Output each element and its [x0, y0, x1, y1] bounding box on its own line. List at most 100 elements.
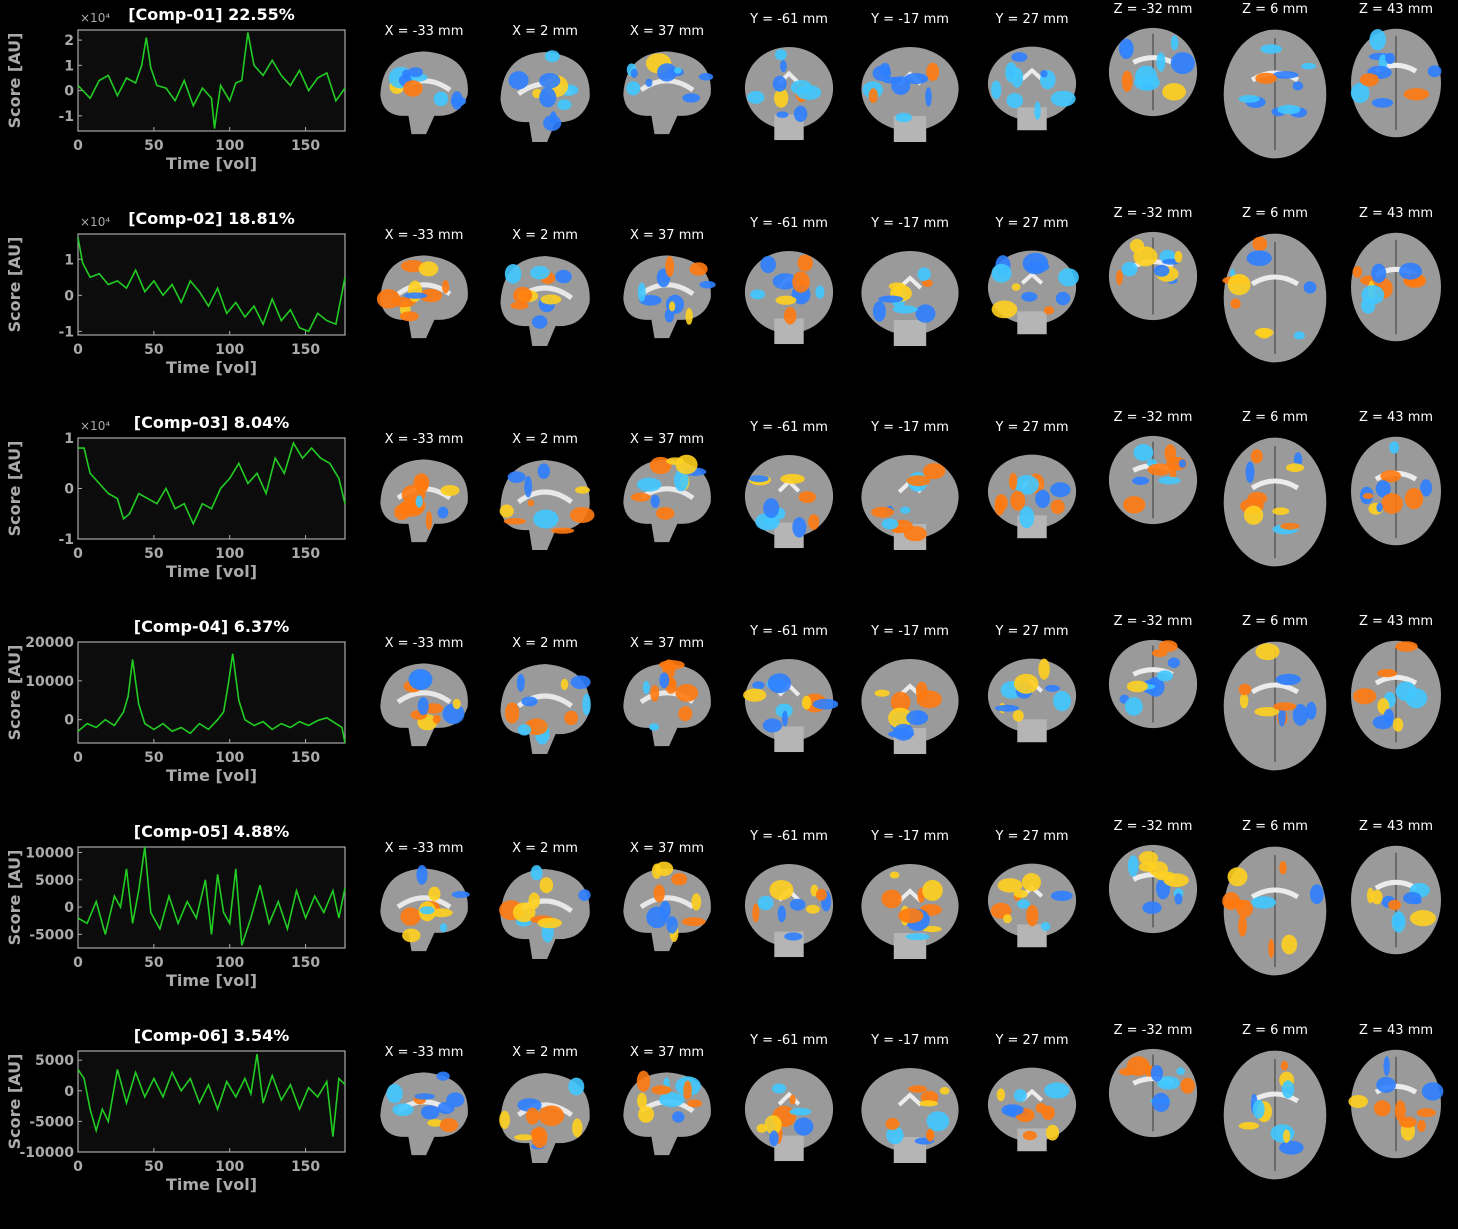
- coronal-slice: [987, 863, 1077, 948]
- positive-activation: [1362, 493, 1374, 499]
- positive-activation: [419, 288, 443, 303]
- negative-activation: [637, 282, 646, 302]
- negative-activation: [1045, 684, 1060, 692]
- sagittal-slice: [623, 659, 711, 747]
- plot-area: [77, 29, 346, 132]
- slice-coordinate-label: Y = -61 mm: [750, 12, 828, 27]
- negative-activation: [1050, 890, 1073, 901]
- positive-activation: [1285, 463, 1305, 473]
- negative-activation: [1001, 1104, 1024, 1116]
- positive-activation: [630, 492, 651, 502]
- positive-activation: [531, 1126, 548, 1149]
- positive-activation: [871, 506, 894, 518]
- positive-activation: [675, 684, 699, 702]
- negative-activation: [1167, 657, 1180, 669]
- negative-activation: [771, 1083, 787, 1094]
- x-tick-label: 100: [215, 138, 244, 154]
- score-trace: [77, 237, 346, 333]
- slice-coordinate-label: Y = 27 mm: [995, 829, 1069, 844]
- positive-activation: [689, 262, 708, 276]
- slice-coordinate-label: X = 2 mm: [512, 432, 578, 447]
- negative-activation: [747, 90, 765, 104]
- positive-activation: [691, 893, 702, 911]
- positive-activation: [1371, 889, 1383, 905]
- x-tick-label: 0: [73, 138, 83, 154]
- plot-area: [77, 641, 346, 744]
- x-tick-label: 50: [144, 750, 164, 766]
- x-tick-label: 0: [73, 1159, 83, 1175]
- positive-activation: [418, 261, 439, 277]
- y-axis-label: Score [AU]: [5, 441, 24, 537]
- positive-activation: [1222, 892, 1240, 911]
- positive-activation: [1236, 899, 1253, 918]
- y-axis-label: Score [AU]: [5, 645, 24, 741]
- positive-activation: [575, 486, 590, 494]
- positive-activation: [499, 1110, 510, 1129]
- positive-activation: [424, 703, 444, 714]
- coronal-slice: [987, 250, 1079, 335]
- sagittal-slice: [623, 255, 716, 339]
- slice-coordinate-label: Y = 27 mm: [995, 1033, 1069, 1048]
- positive-activation: [638, 1106, 655, 1123]
- sagittal-slice: [500, 50, 590, 142]
- component-title: [Comp-05] 4.88%: [134, 822, 289, 841]
- x-tick-label: 100: [215, 342, 244, 358]
- negative-activation: [504, 264, 522, 284]
- positive-activation: [1180, 1077, 1195, 1094]
- positive-activation: [1272, 507, 1290, 515]
- positive-activation: [1244, 505, 1264, 525]
- negative-activation: [1053, 690, 1072, 712]
- negative-activation: [1399, 262, 1422, 280]
- negative-activation: [386, 1083, 403, 1104]
- sagittal-slice: [500, 256, 590, 346]
- positive-activation: [1163, 873, 1189, 887]
- negative-activation: [1176, 1067, 1185, 1076]
- negative-activation: [415, 495, 423, 508]
- slice-coordinate-label: X = 37 mm: [629, 24, 705, 39]
- y-tick-label: 20000: [25, 635, 74, 651]
- x-tick-label: 150: [291, 138, 320, 154]
- negative-activation: [516, 673, 525, 692]
- y-tick-label: -1: [58, 109, 74, 125]
- component-title: [Comp-02] 18.81%: [128, 209, 295, 228]
- brain-anatomy: [744, 46, 834, 130]
- x-tick-label: 150: [291, 1159, 320, 1175]
- negative-activation: [1134, 74, 1160, 91]
- positive-activation: [801, 695, 812, 710]
- slice-coordinate-label: Y = -17 mm: [871, 12, 949, 27]
- sagittal-slice: [380, 865, 470, 952]
- y-tick-label: 1: [64, 58, 74, 74]
- negative-activation: [657, 63, 677, 82]
- brain-anatomy: [987, 658, 1077, 733]
- negative-activation: [436, 1071, 450, 1081]
- positive-activation: [1416, 1108, 1436, 1118]
- negative-activation: [1156, 670, 1173, 682]
- negative-activation: [437, 506, 449, 519]
- negative-activation: [900, 506, 911, 514]
- positive-activation: [780, 473, 805, 484]
- positive-activation: [922, 879, 943, 901]
- slice-coordinate-label: Z = 43 mm: [1358, 819, 1434, 834]
- positive-activation: [1250, 449, 1263, 464]
- positive-activation: [1152, 649, 1168, 658]
- negative-activation: [392, 1103, 414, 1116]
- positive-activation: [922, 463, 946, 480]
- positive-activation: [538, 1105, 565, 1126]
- positive-activation: [551, 527, 575, 534]
- negative-activation: [789, 898, 806, 911]
- positive-activation: [572, 1118, 583, 1138]
- positive-activation: [922, 926, 942, 933]
- sagittal-slice: [376, 255, 468, 339]
- positive-activation: [1238, 1122, 1260, 1130]
- positive-activation: [996, 1088, 1006, 1102]
- coronal-slice: [861, 864, 959, 959]
- positive-activation: [1043, 306, 1055, 315]
- positive-activation: [503, 518, 526, 525]
- positive-activation: [868, 88, 878, 103]
- x-tick-label: 50: [144, 546, 164, 562]
- negative-activation: [570, 675, 591, 689]
- slice-coordinate-label: X = 37 mm: [629, 228, 705, 243]
- negative-activation: [1252, 1099, 1265, 1119]
- positive-activation: [1388, 899, 1401, 910]
- axial-slice: [1348, 1049, 1444, 1159]
